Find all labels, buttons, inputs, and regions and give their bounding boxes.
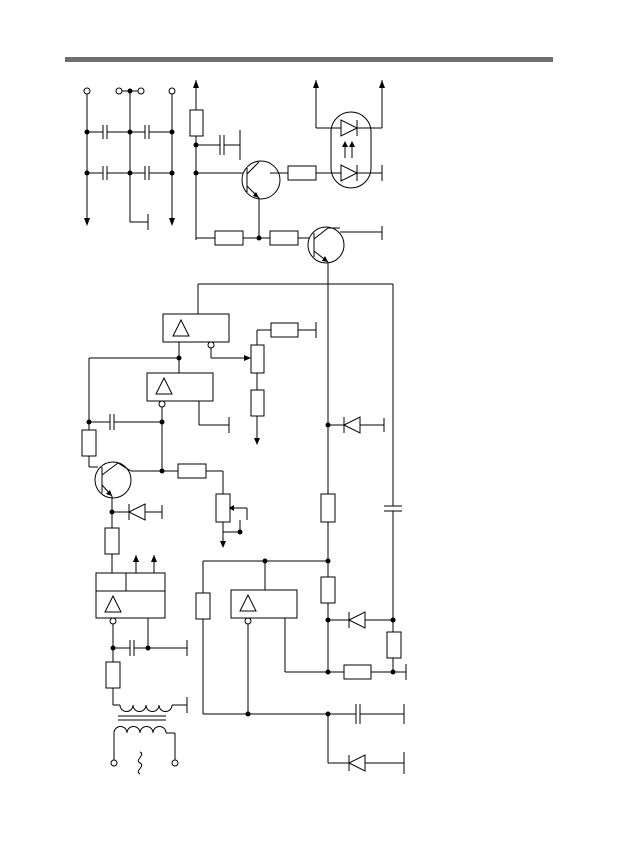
regulator-section [195,558,407,774]
diode-icon [127,503,146,521]
diode-icon [347,754,366,772]
amplifier-triangle-icon [239,593,257,612]
amplifier-triangle-icon [104,594,122,613]
potentiometer [250,344,265,374]
amplifier-block [162,313,230,343]
input-stage [95,555,188,775]
main-bus [197,283,402,632]
led-icon [340,164,359,182]
diode-icon [342,416,361,434]
output-driver-stage [189,80,383,284]
amplifier-block [95,590,166,619]
npn-transistor-icon [307,226,345,264]
amplifier-triangle-icon [172,318,190,337]
amplifier-section [81,313,317,573]
led-icon [340,119,359,137]
amplifier-block [230,589,298,619]
transformer-icon [119,704,173,712]
optocoupler [313,80,385,189]
amplifier-triangle-icon [155,376,173,395]
npn-transistor-icon [241,160,281,200]
potentiometer [215,493,231,523]
header-rule [65,57,553,62]
amplifier-block [146,372,214,402]
capacitor-bank [83,87,176,230]
npn-transistor-icon [94,461,132,499]
diode-icon [347,611,366,629]
